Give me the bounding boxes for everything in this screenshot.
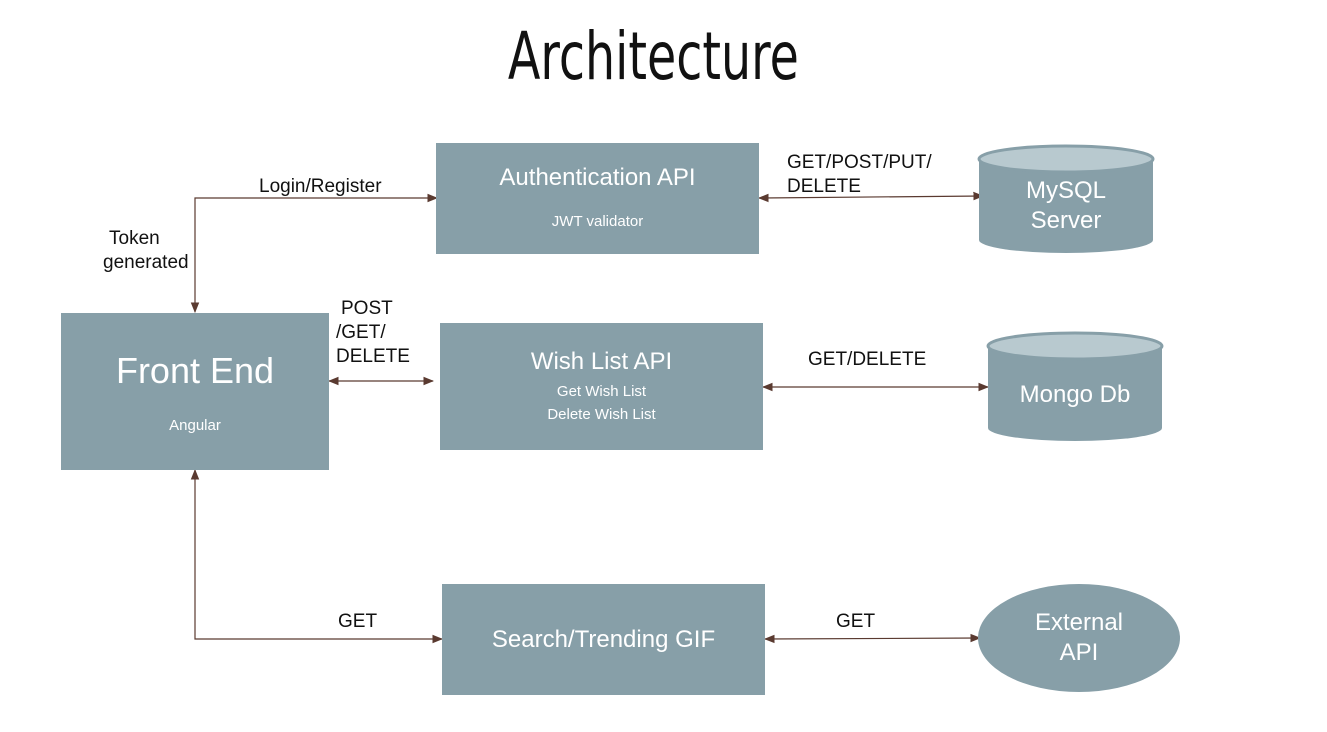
front-end-box: Front End Angular <box>61 313 329 470</box>
mongo-label: Mongo Db <box>1019 381 1131 408</box>
edge-label-login: Login/Register <box>259 176 382 197</box>
external-api-ellipse <box>978 584 1180 692</box>
edge-label-fe-wish: POST /GET/ DELETE <box>336 297 410 369</box>
mysql-line1: MySQL <box>1025 177 1106 204</box>
authentication-api-label: Authentication API <box>499 164 696 191</box>
wish-list-api-box: Wish List API Get Wish List Delete Wish … <box>440 323 763 450</box>
edge-label-wish-mongo: GET/DELETE <box>808 349 927 370</box>
mysql-cylinder <box>977 144 1155 253</box>
edge-label-fe-wish-1: POST <box>341 298 393 319</box>
edge-label-auth-mysql-1: GET/POST/PUT/ <box>787 152 932 173</box>
edge-label-fe-wish-3: DELETE <box>336 346 410 367</box>
edge-label-fe-search: GET <box>338 611 378 632</box>
authentication-api-box: Authentication API JWT validator <box>436 143 759 254</box>
search-trending-gif-label: Search/Trending GIF <box>491 625 716 653</box>
external-line2: API <box>1059 639 1099 666</box>
external-line1: External <box>1034 609 1124 636</box>
edge-label-auth-mysql: GET/POST/PUT/ DELETE <box>787 151 932 199</box>
front-end-label: Front End <box>115 350 275 391</box>
page-title: Architecture <box>507 18 799 95</box>
edge-label-fe-wish-2: /GET/ <box>336 322 386 343</box>
edge-label-token-1: Token <box>109 228 160 249</box>
edge-label-search-external: GET <box>836 611 876 632</box>
wish-list-sub-delete: Delete Wish List <box>547 405 656 423</box>
front-end-sub: Angular <box>169 417 221 434</box>
mongo-cylinder <box>986 331 1164 441</box>
edge-label-token: Token generated <box>103 227 197 275</box>
edge-auth-mysql <box>757 191 985 203</box>
wish-list-api-label: Wish List API <box>530 347 673 375</box>
edge-label-token-2: generated <box>103 252 189 273</box>
mysql-line2: Server <box>1030 207 1102 234</box>
edge-search-external <box>763 633 982 644</box>
edge-login <box>190 193 439 314</box>
edge-fe-search <box>190 468 444 644</box>
external-api-label: External API <box>978 608 1180 668</box>
authentication-api-sub: JWT validator <box>551 213 644 230</box>
edge-label-auth-mysql-2: DELETE <box>787 176 861 197</box>
mysql-label: MySQL Server <box>979 176 1153 236</box>
search-trending-gif-box: Search/Trending GIF <box>442 584 765 695</box>
wish-list-sub-get: Get Wish List <box>556 382 647 400</box>
